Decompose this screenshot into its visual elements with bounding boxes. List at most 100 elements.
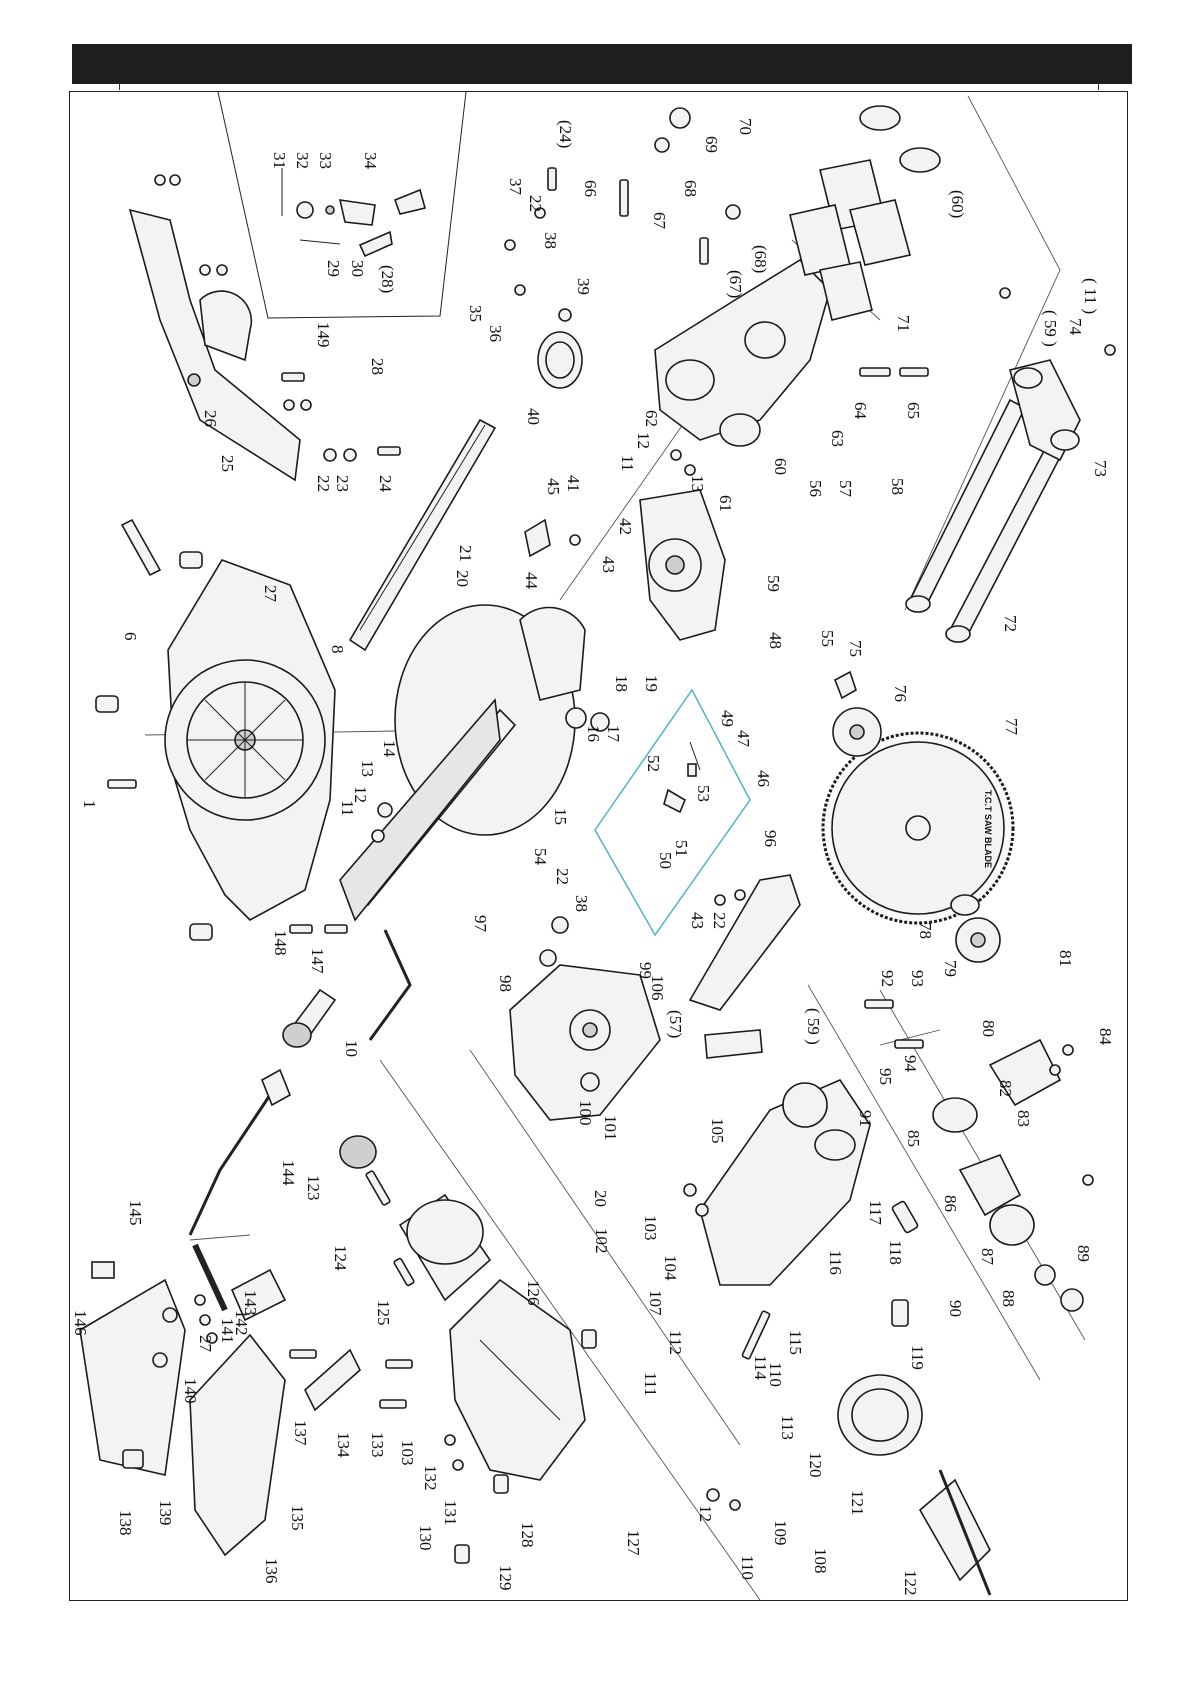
callout-128: 128 [518,1522,537,1548]
saw-arm [339,698,517,922]
blade-label: T.C.T SAW BLADE [983,790,993,868]
callout-130: 130 [416,1525,435,1551]
callout-59-ref-a: ( 59 ) [1041,310,1060,347]
callout-112: 112 [666,1330,685,1355]
diagram-frame [69,91,1128,1601]
callout-138: 138 [116,1510,135,1536]
callout-115: 115 [786,1330,805,1355]
callout-129: 129 [496,1565,515,1591]
callout-98: 98 [496,975,515,992]
callout-28: 28 [368,358,387,375]
handle-knob [282,929,412,1048]
callout-26: 26 [201,410,220,427]
callout-labels: 1 6 8 10 11 12 13 14 15 16 17 18 19 20 2… [71,118,1115,1596]
callout-127: 127 [624,1530,643,1556]
header-tick-right [1098,84,1099,90]
callout-81: 81 [1056,950,1075,967]
callout-78: 78 [916,922,935,939]
callout-110: 110 [738,1555,757,1580]
callout-10: 10 [342,1040,361,1057]
callout-91: 91 [856,1110,875,1127]
bearings-right [932,1038,1084,1312]
callout-66: 66 [581,180,600,197]
callout-27: 27 [261,585,280,603]
callout-69: 69 [702,136,721,153]
callout-132: 132 [421,1465,440,1491]
callout-82: 82 [996,1080,1015,1097]
torsion-spring [537,331,583,389]
blade-flanges [832,670,1001,963]
motor-stator [339,1135,492,1302]
callout-12-b: 12 [634,432,653,449]
callout-103: 103 [641,1215,660,1241]
detail-box-trigger [594,688,751,937]
motor-casing [449,1278,586,1481]
callout-16: 16 [584,725,603,742]
callout-59: 59 [764,575,783,592]
callout-45: 45 [544,478,563,495]
callout-40: 40 [524,408,543,425]
callout-67: 67 [650,212,669,230]
callout-84: 84 [1096,1028,1115,1046]
callout-11-b: 11 [618,455,637,471]
callout-114: 114 [751,1355,770,1380]
callout-87: 87 [978,1248,997,1266]
callout-120: 120 [806,1452,825,1478]
callout-144: 144 [279,1160,298,1186]
callout-27-b: 27 [196,1335,215,1353]
bushings [789,105,941,321]
callout-67-ref: (67) [726,270,745,298]
lock-detail [281,168,426,258]
power-cord [91,1068,292,1312]
callout-24: 24 [376,475,395,493]
callout-141: 141 [218,1318,237,1344]
callout-149: 149 [314,322,333,348]
callout-133: 133 [368,1432,387,1458]
callout-68-ref: (68) [751,245,770,273]
callout-25: 25 [218,455,237,472]
callout-110-b: 110 [766,1362,785,1387]
callout-96: 96 [761,830,780,847]
callout-146: 146 [71,1310,90,1336]
callout-70: 70 [736,118,755,135]
callout-148: 148 [271,930,290,956]
callout-59-ref-b: ( 59 ) [804,1008,823,1045]
callout-41: 41 [564,475,583,492]
motor-housing [699,1079,871,1286]
callout-38-b: 38 [572,895,591,912]
callout-11-ref: ( 11 ) [1081,278,1100,314]
callout-60-ref: (60) [948,190,967,218]
saw-blade: T.C.T SAW BLADE [821,731,1015,925]
header-tick-left [119,84,120,90]
callout-89: 89 [1074,1245,1093,1262]
callout-94: 94 [901,1055,920,1073]
callout-79: 79 [941,960,960,977]
callout-145: 145 [126,1200,145,1226]
callout-63: 63 [828,430,847,447]
callout-102: 102 [592,1228,611,1254]
callout-124: 124 [331,1245,350,1271]
callout-49: 49 [718,710,737,727]
callout-75: 75 [846,640,865,657]
callout-51: 51 [672,840,691,857]
callout-143: 143 [241,1290,260,1316]
callout-31: 31 [270,152,289,169]
callout-104: 104 [661,1255,680,1281]
callout-52: 52 [644,755,663,772]
callout-95: 95 [876,1068,895,1085]
callout-53: 53 [694,785,713,802]
callout-62: 62 [642,410,661,427]
callout-50: 50 [656,852,675,869]
callout-35: 35 [466,305,485,322]
guard-link [688,874,801,1059]
callout-100: 100 [576,1100,595,1126]
fasteners [107,107,1116,1564]
callout-39: 39 [574,278,593,295]
callout-71: 71 [894,315,913,332]
callout-15: 15 [551,808,570,825]
callout-48: 48 [766,632,785,649]
handle-assembly [79,1268,361,1557]
callout-22-d: 22 [710,912,729,929]
callout-123: 123 [304,1175,323,1201]
callout-56: 56 [806,480,825,497]
